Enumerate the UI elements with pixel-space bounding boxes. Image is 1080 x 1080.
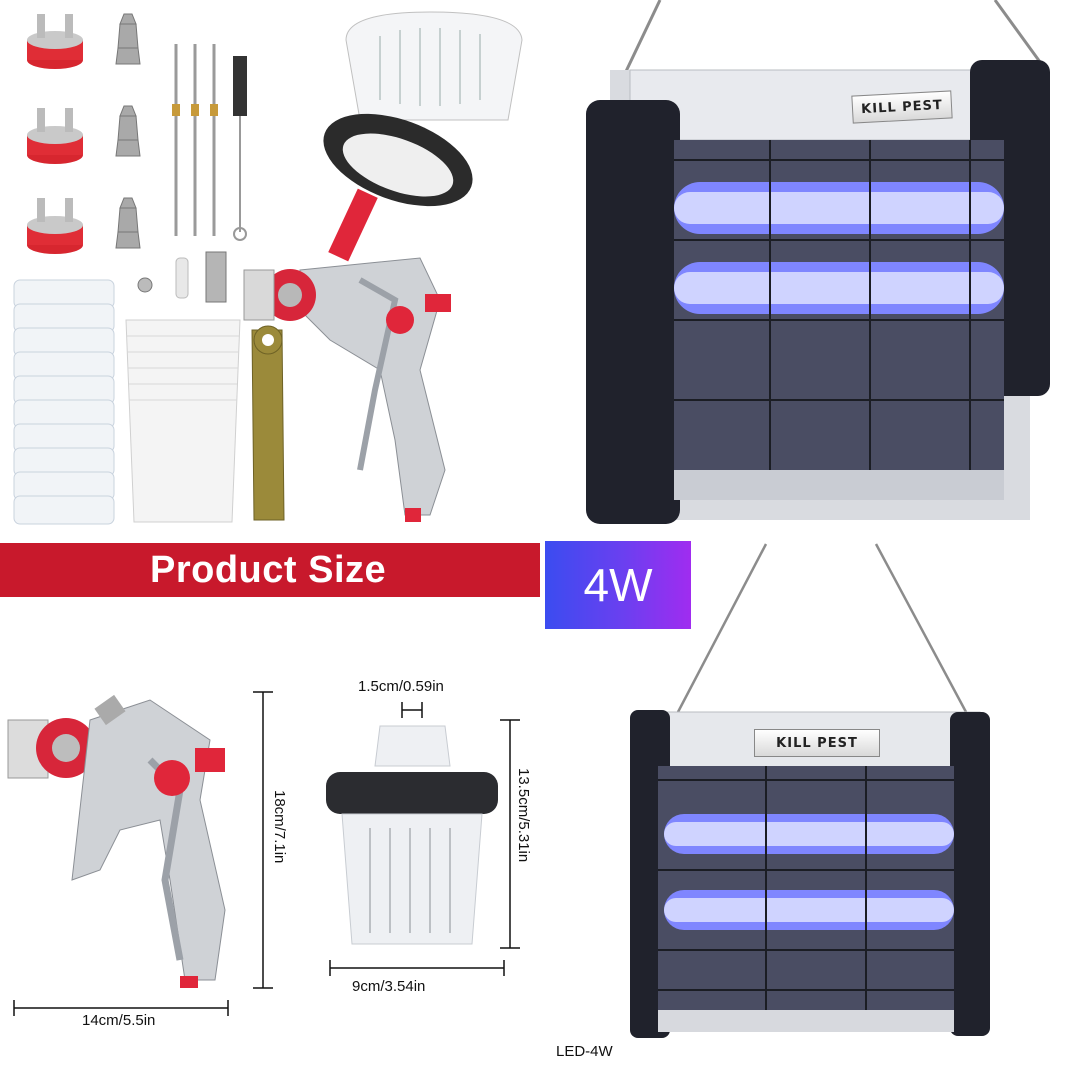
bug-zapper-4w-photo: KILL PEST [620,540,1000,1040]
air-cap-2 [27,108,83,164]
air-cap-3 [27,198,83,254]
spray-gun-size-photo [0,680,250,990]
bug-zapper-photo: KILL PEST [570,0,1080,535]
gun-width-label: 14cm/5.5in [82,1012,156,1029]
brand-plate-small: KILL PEST [754,729,880,757]
paint-cup-photo [320,718,505,953]
cup-width-label: 9cm/3.54in [352,978,426,995]
cup-scale-marks [369,828,451,933]
wattage-badge: 4W [545,541,691,629]
gun-width-line [12,998,230,1018]
spray-gun-kit-photo [0,0,560,535]
cup-width-line [328,958,506,978]
cup-neck-label: 1.5cm/0.59in [358,678,444,695]
hanging-chain [676,543,968,713]
air-cap-1 [27,14,83,69]
wattage-text: 4W [583,559,653,611]
cup-height-label: 13.5cm/5.31in [515,768,532,863]
gun-height-line [248,690,278,990]
brand-plate: KILL PEST [851,90,953,124]
product-size-title: Product Size [150,549,387,591]
gun-height-label: 18cm/7.1in [271,790,288,864]
model-label: LED-4W [556,1043,613,1060]
product-size-banner [0,543,540,597]
cup-height-line [495,718,525,950]
cup-neck-line [392,700,432,720]
